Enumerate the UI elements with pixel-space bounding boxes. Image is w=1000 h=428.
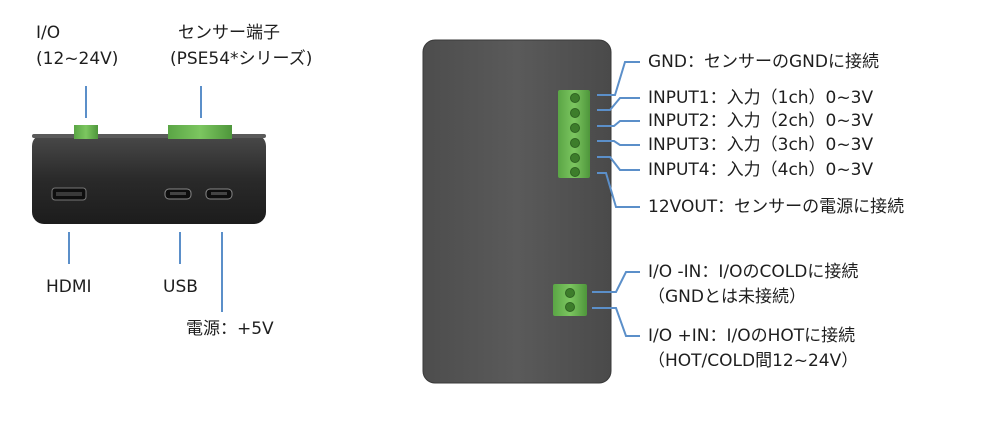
hdmi-label: HDMI — [46, 277, 92, 297]
side-io-terminal — [553, 284, 587, 316]
side-view — [422, 39, 640, 384]
power-port — [205, 188, 233, 200]
pin-gnd-label: GND：センサーのGNDに接続 — [648, 52, 879, 72]
pin-input3-label: INPUT3：入力（3ch）0~3V — [648, 135, 874, 155]
pin-input4-label: INPUT4：入力（4ch）0~3V — [648, 160, 874, 180]
pin-12vout-label: 12VOUT：センサーの電源に接続 — [648, 197, 905, 217]
sensor-label-line1: センサー端子 — [178, 23, 280, 43]
side-sensor-terminal — [558, 90, 590, 178]
case-front — [32, 134, 266, 224]
io-minus-label-line1: I/O -IN：I/OのCOLDに接続 — [648, 262, 859, 282]
pin-input1-label: INPUT1：入力（1ch）0~3V — [648, 88, 874, 108]
usb-port — [164, 188, 192, 200]
sensor-label-line2: (PSE54*シリーズ) — [170, 49, 313, 69]
usb-label: USB — [163, 277, 198, 297]
power-label: 電源：+5V — [186, 319, 274, 339]
hdmi-port — [51, 187, 87, 201]
front-leader-lines — [68, 86, 223, 312]
pin-input2-label: INPUT2：入力（2ch）0~3V — [648, 111, 874, 131]
io-minus-label-line2: （GNDとは未接続） — [648, 287, 806, 307]
io-label-line1: I/O — [36, 23, 61, 43]
front-view — [32, 86, 266, 312]
io-plus-label-line2: （HOT/COLD間12~24V） — [648, 351, 859, 371]
io-plus-label-line1: I/O +IN：I/OのHOTに接続 — [648, 326, 856, 346]
side-leader-lines — [592, 61, 640, 337]
io-label-line2: (12~24V) — [36, 49, 119, 69]
